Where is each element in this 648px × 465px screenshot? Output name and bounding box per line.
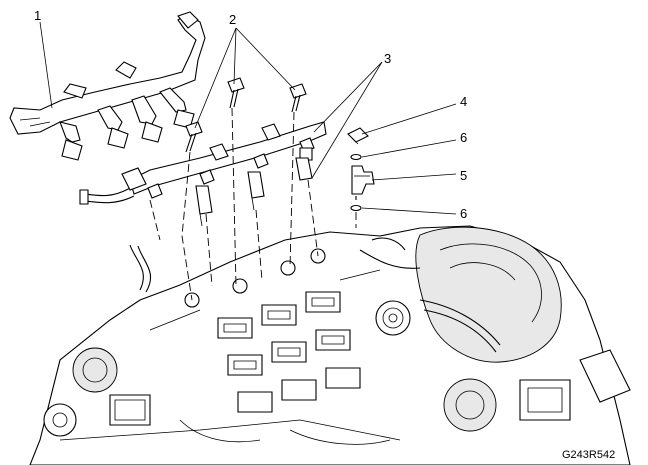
wiring-harness	[9, 11, 206, 161]
callout-3: 3	[384, 51, 391, 66]
bolt-left	[185, 121, 203, 153]
intake-ports	[217, 291, 361, 413]
fuel-rail	[79, 121, 327, 205]
rail-injectors	[195, 157, 313, 227]
callout-1: 1	[34, 8, 41, 23]
bolt-middle	[227, 77, 245, 109]
bolts	[185, 77, 307, 153]
callout-2: 2	[229, 12, 236, 27]
o-ring-upper	[350, 153, 362, 161]
bolt-right	[289, 83, 307, 113]
callout-6-lower: 6	[460, 206, 467, 221]
alignment-lines	[149, 107, 319, 301]
injector-bosses	[184, 248, 326, 308]
figure-id: G243R542	[562, 449, 615, 461]
o-ring-lower	[350, 204, 362, 212]
injector-clip	[347, 127, 369, 145]
fuel-injector	[351, 165, 375, 200]
engine-assembly	[29, 225, 631, 465]
callout-6-upper: 6	[460, 130, 467, 145]
leader-lines	[39, 21, 457, 215]
callout-4: 4	[460, 94, 467, 109]
callout-5: 5	[460, 168, 467, 183]
